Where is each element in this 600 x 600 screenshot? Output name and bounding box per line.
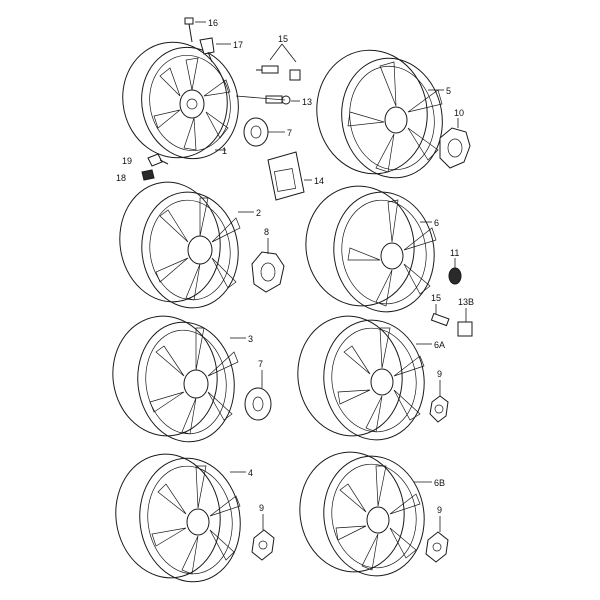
callout-13: 13	[302, 97, 312, 107]
kit-14	[267, 151, 312, 201]
cap-7-top	[243, 117, 285, 147]
callout-7-mid: 7	[258, 359, 263, 369]
wheel-6a	[297, 315, 432, 441]
callout-8: 8	[264, 227, 269, 237]
bolt-15b	[430, 304, 450, 327]
cap-10	[439, 118, 471, 169]
cap-8	[251, 238, 285, 293]
callout-5: 5	[446, 86, 451, 96]
callout-1: 1	[222, 146, 227, 156]
callout-15-mid: 15	[431, 293, 441, 303]
bolt-15-pair	[256, 43, 301, 81]
callout-11: 11	[450, 248, 459, 258]
callout-4: 4	[248, 468, 253, 478]
bolt-16	[184, 17, 206, 43]
cap-9-c	[425, 516, 449, 563]
callout-6a: 6A	[434, 340, 445, 350]
callout-7-top: 7	[287, 128, 292, 138]
callout-3: 3	[248, 334, 253, 344]
valve-17	[199, 37, 231, 63]
wheel-5	[316, 49, 444, 179]
callout-9-c: 9	[437, 505, 442, 515]
valve-19	[147, 153, 169, 167]
cap-11	[448, 258, 462, 285]
callout-9-b: 9	[259, 503, 264, 513]
wheel-6	[305, 185, 437, 313]
callout-2: 2	[256, 208, 261, 218]
callout-16: 16	[208, 18, 218, 28]
cap-9-b	[251, 514, 275, 561]
callout-6: 6	[434, 218, 439, 228]
wheel-2	[119, 181, 254, 309]
callout-10: 10	[454, 108, 464, 118]
callout-19: 19	[122, 156, 132, 166]
callout-18: 18	[116, 173, 126, 183]
cap-9-a	[429, 380, 449, 423]
wheel-6b	[299, 451, 432, 577]
cap-13b	[457, 308, 473, 337]
callout-17: 17	[233, 40, 243, 50]
callout-15-top: 15	[278, 34, 288, 44]
callout-6b: 6B	[434, 478, 445, 488]
wheel-4	[115, 453, 246, 583]
callout-9-a: 9	[437, 369, 442, 379]
clip-18	[141, 169, 155, 181]
cap-7-mid	[244, 370, 272, 421]
wheel-1	[122, 41, 239, 160]
callout-14: 14	[314, 176, 324, 186]
callout-13b: 13B	[458, 297, 474, 307]
wheel-3	[112, 315, 246, 443]
